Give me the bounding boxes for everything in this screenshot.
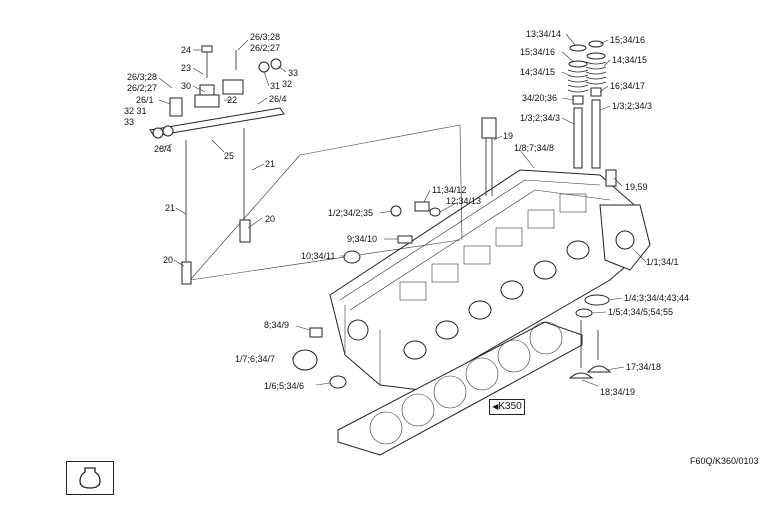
callout-24: 24 — [181, 45, 191, 55]
callout-14-34-15-b: 14;34/15 — [520, 67, 555, 77]
valve-spring-stack — [567, 40, 617, 187]
callout-19-59: 19,59 — [625, 182, 648, 192]
callout-1-1-34-1: 1/1;34/1 — [646, 257, 679, 267]
callout-22: 22 — [227, 95, 237, 105]
callout-1-3-2-34-3-b: 1/3;2;34/3 — [520, 113, 560, 123]
left-arrow-icon: ◀ — [492, 402, 499, 411]
callout-15-34-16-b: 15;34/16 — [520, 47, 555, 57]
callout-12-34-13: 12;34/13 — [446, 196, 481, 206]
callout-30: 30 — [181, 81, 191, 91]
callout-1-7-6-34-7: 1/7;6;34/7 — [235, 354, 275, 364]
callout-15-34-16-a: 15;34/16 — [610, 35, 645, 45]
reference-link-k350[interactable]: ◀K350 — [489, 399, 525, 415]
head-gasket — [337, 321, 583, 456]
callout-13-34-14: 13;34/14 — [526, 29, 561, 39]
callout-1-2-34-2-35: 1/2;34/2;35 — [328, 208, 373, 218]
callout-10-34-11: 10;34/11 — [301, 251, 335, 261]
callout-26-2-27-b: 26/2;27 — [127, 83, 157, 93]
callout-25: 25 — [224, 151, 234, 161]
callout-19: 19 — [503, 131, 513, 141]
callout-21-a: 21 — [265, 159, 275, 169]
callout-11-34-12: 11;34/12 — [432, 185, 466, 195]
callout-1-5-4-34-5-54-55: 1/5;4;34/5;54;55 — [608, 307, 673, 317]
assembly-outline — [189, 124, 463, 281]
callout-21-b: 21 — [165, 203, 175, 213]
callout-32-a: 32 — [282, 79, 292, 89]
drawing-code: F60Q/K360/0103 — [690, 456, 759, 466]
callout-23: 23 — [181, 63, 191, 73]
callout-26-3-28-a: 26/3;28 — [250, 32, 280, 42]
callout-34-20-36: 34/20;36 — [522, 93, 557, 103]
callout-1-8-7-34-8: 1/8;7;34/8 — [514, 143, 554, 153]
rocker-shaft — [149, 45, 285, 139]
head-bolt — [481, 117, 497, 196]
reference-link-label: K350 — [498, 401, 522, 412]
callout-32-31: 32 31 — [124, 106, 147, 116]
engine-symbol-icon — [79, 467, 101, 489]
callout-18-34-19: 18;34/19 — [600, 387, 635, 397]
callout-26-4-b: 26/4 — [154, 144, 172, 154]
callout-20-b: 20 — [163, 255, 173, 265]
fittings — [292, 201, 441, 389]
callout-17-34-18: 17;34/18 — [626, 362, 661, 372]
callout-1-3-2-34-3-a: 1/3;2;34/3 — [612, 101, 652, 111]
callout-26-1: 26/1 — [136, 95, 154, 105]
leader-lines — [158, 33, 647, 387]
callout-labels: 24 23 30 22 26/3;28 26/2;27 33 32 31 26/… — [124, 29, 689, 397]
callout-26-3-28-b: 26/3;28 — [127, 72, 157, 82]
callout-9-34-10: 9;34/10 — [347, 234, 377, 244]
callout-14-34-15-a: 14;34/15 — [612, 55, 647, 65]
callout-33-a: 33 — [288, 68, 298, 78]
callout-16-34-17: 16;34/17 — [610, 81, 645, 91]
valves-and-seats — [568, 294, 612, 379]
callout-1-6-5-34-6: 1/6;5;34/6 — [264, 381, 304, 391]
push-rods — [181, 128, 251, 285]
callout-26-4-a: 26/4 — [269, 94, 287, 104]
callout-33-b: 33 — [124, 117, 134, 127]
callout-20-a: 20 — [265, 214, 275, 224]
callout-26-2-27-a: 26/2;27 — [250, 43, 280, 53]
callout-8-34-9: 8;34/9 — [264, 320, 289, 330]
callout-31-a: 31 — [270, 81, 280, 91]
symbol-box — [66, 461, 114, 495]
callout-1-4-3-34-4-43-44: 1/4;3;34/4;43;44 — [624, 293, 689, 303]
